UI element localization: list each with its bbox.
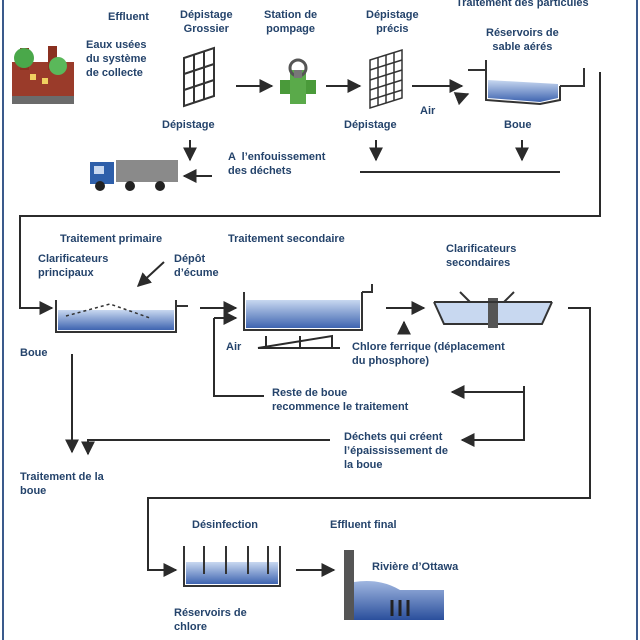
chlorine-tank-icon xyxy=(183,546,281,587)
label-boue-1: Boue xyxy=(504,119,532,131)
label-depistage-precis: Dépistage précis xyxy=(366,9,419,35)
secondary-clarifier-icon xyxy=(433,291,553,328)
label-chlore-ferrique: Chlore ferrique (déplacement du phosphor… xyxy=(352,341,505,367)
label-eaux-usees: Eaux usées du système de collecte xyxy=(86,39,147,79)
primary-clarifier-icon xyxy=(55,300,188,333)
label-traitement-particules: Traitement des particules xyxy=(456,0,589,9)
label-depot-ecume: Dépôt d’écume xyxy=(174,253,219,279)
label-traitement-secondaire: Traitement secondaire xyxy=(228,233,345,245)
grid-screen-icon xyxy=(183,46,215,108)
label-depistage-2: Dépistage xyxy=(344,119,397,131)
label-air-2: Air xyxy=(226,341,242,353)
label-reste-boue: Reste de boue recommence le traitement xyxy=(272,387,409,413)
label-boue-2: Boue xyxy=(20,347,48,359)
pump-icon xyxy=(280,58,316,104)
label-reservoirs-chlore: Réservoirs de chlore xyxy=(174,607,247,633)
label-effluent: Effluent xyxy=(108,11,149,23)
label-station-pompage: Station de pompage xyxy=(264,9,318,35)
truck-icon xyxy=(90,160,178,191)
label-depistage-1: Dépistage xyxy=(162,119,215,131)
aeration-tank-icon xyxy=(243,284,373,331)
fine-screen-icon xyxy=(369,48,403,110)
label-enfouissement: A l’enfouissement des déchets xyxy=(228,151,326,177)
label-clarificateurs-principaux: Clarificateurs principaux xyxy=(38,253,109,279)
label-riviere: Rivière d’Ottawa xyxy=(372,561,459,573)
label-desinfection: Désinfection xyxy=(192,519,259,531)
label-effluent-final: Effluent final xyxy=(330,519,397,531)
river-outfall-icon xyxy=(344,550,444,620)
label-depistage-grossier: Dépistage Grossier xyxy=(180,9,233,35)
label-air-1: Air xyxy=(420,105,436,117)
flow-lines xyxy=(19,72,601,577)
label-clarificateurs-secondaires: Clarificateurs secondaires xyxy=(446,243,517,269)
label-reservoirs-sable: Réservoirs de sable aérés xyxy=(486,27,559,53)
label-traitement-boue: Traitement de la boue xyxy=(20,471,104,497)
label-traitement-primaire: Traitement primaire xyxy=(60,233,163,245)
grit-tank-icon xyxy=(468,60,585,106)
label-dechets-epaississement: Déchets qui créent l’épaississement de l… xyxy=(344,431,448,471)
factory-icon xyxy=(12,46,74,104)
